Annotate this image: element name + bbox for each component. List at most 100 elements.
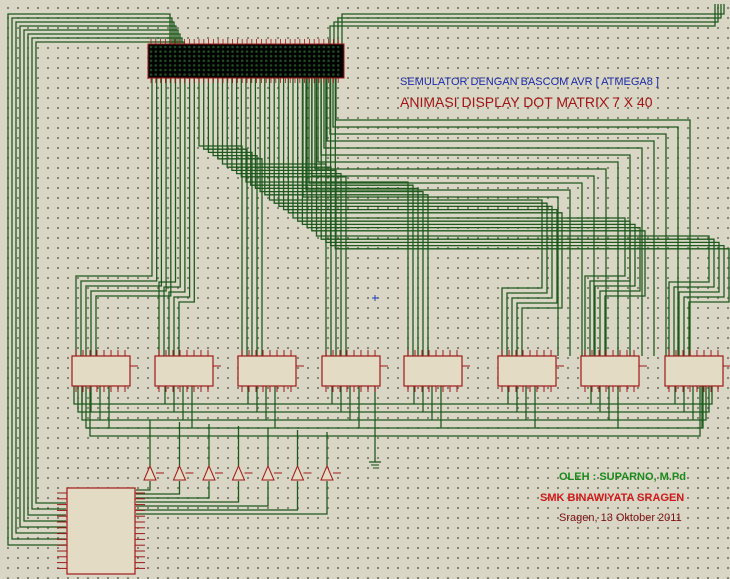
matrix-led <box>245 59 249 63</box>
matrix-led <box>255 54 258 58</box>
matrix-led <box>188 64 191 67</box>
matrix-led <box>183 54 186 58</box>
matrix-led <box>245 45 249 49</box>
matrix-led <box>303 68 306 72</box>
matrix-led <box>312 68 316 72</box>
long-column-wire <box>317 78 619 356</box>
matrix-led <box>308 50 311 53</box>
matrix-led <box>279 64 282 67</box>
shift-register <box>321 355 381 387</box>
matrix-led <box>183 50 186 53</box>
matrix-led <box>293 68 297 72</box>
matrix-led <box>303 45 306 49</box>
matrix-led <box>298 45 302 49</box>
matrix-led <box>312 73 316 76</box>
matrix-led <box>250 64 254 67</box>
matrix-led <box>322 68 326 72</box>
matrix-column-wire <box>198 78 243 356</box>
long-column-wire <box>320 78 631 356</box>
matrix-led <box>279 45 282 49</box>
matrix-led <box>173 45 177 49</box>
matrix-led <box>332 45 335 49</box>
long-column-wire <box>329 78 667 356</box>
matrix-column-wire <box>329 78 725 356</box>
matrix-column-wire <box>301 78 636 356</box>
matrix-led <box>264 45 268 49</box>
matrix-led <box>279 54 282 58</box>
matrix-led <box>332 73 335 76</box>
matrix-led <box>226 59 230 63</box>
matrix-led <box>327 59 330 63</box>
matrix-led <box>264 50 268 53</box>
matrix-led <box>284 73 287 76</box>
matrix-column-wire <box>325 78 720 356</box>
matrix-led <box>154 73 158 76</box>
matrix-led <box>216 50 220 53</box>
matrix-led <box>221 54 225 58</box>
school-caption: SMK BINAWIYATA SRAGEN <box>540 492 685 504</box>
matrix-led <box>164 59 167 63</box>
matrix-column-wire <box>250 78 414 356</box>
shift-register <box>403 355 463 387</box>
register-bus-wire <box>77 386 710 413</box>
matrix-led <box>207 54 210 58</box>
matrix-led <box>159 59 162 63</box>
matrix-led <box>236 59 239 63</box>
matrix-led <box>168 50 172 53</box>
row-driver-transistor <box>172 464 187 481</box>
matrix-led <box>284 64 287 67</box>
matrix-led <box>207 68 210 72</box>
matrix-column-wire <box>207 78 253 356</box>
matrix-led <box>274 73 278 76</box>
matrix-led <box>236 68 239 72</box>
matrix-led <box>288 68 292 72</box>
matrix-led <box>284 68 287 72</box>
column-bus-wire <box>11 17 173 540</box>
atmega8-microcontroller <box>66 487 136 575</box>
matrix-column-wire <box>311 78 646 356</box>
matrix-led <box>212 50 215 53</box>
row-driver-output-wire <box>136 481 240 503</box>
matrix-led <box>250 50 254 53</box>
matrix-led <box>192 54 196 58</box>
matrix-led <box>159 54 162 58</box>
matrix-led <box>168 64 172 67</box>
matrix-led <box>288 64 292 67</box>
matrix-led <box>183 45 186 49</box>
matrix-led <box>264 73 268 76</box>
matrix-column-wire <box>95 78 172 356</box>
simulator-caption: SEMULATOR DENGAN BASCOM AVR [ ATMEGA8 ] <box>400 76 659 88</box>
matrix-led <box>159 64 162 67</box>
matrix-led <box>192 59 196 63</box>
matrix-led <box>188 45 191 49</box>
matrix-column-wire <box>245 78 409 356</box>
matrix-led <box>226 68 230 72</box>
long-column-wire <box>308 78 583 356</box>
matrix-led <box>164 45 167 49</box>
matrix-led <box>221 59 225 63</box>
matrix-led <box>293 50 297 53</box>
matrix-led <box>264 54 268 58</box>
matrix-column-wire <box>85 78 163 356</box>
matrix-led <box>274 50 278 53</box>
matrix-led <box>236 54 239 58</box>
matrix-led <box>178 59 182 63</box>
matrix-led <box>322 64 326 67</box>
long-column-wire <box>326 78 655 356</box>
matrix-led <box>236 73 239 76</box>
matrix-column-wire <box>217 78 263 356</box>
matrix-column-wire <box>273 78 548 356</box>
matrix-led <box>178 68 182 72</box>
matrix-led <box>255 45 258 49</box>
matrix-led <box>173 73 177 76</box>
matrix-led <box>308 54 311 58</box>
matrix-led <box>216 68 220 72</box>
matrix-led <box>231 54 234 58</box>
matrix-led <box>197 45 201 49</box>
matrix-column-wire <box>315 78 710 356</box>
column-bus-wire <box>15 21 175 534</box>
matrix-led <box>322 54 326 58</box>
matrix-led <box>293 64 297 67</box>
long-column-wire <box>323 78 643 356</box>
